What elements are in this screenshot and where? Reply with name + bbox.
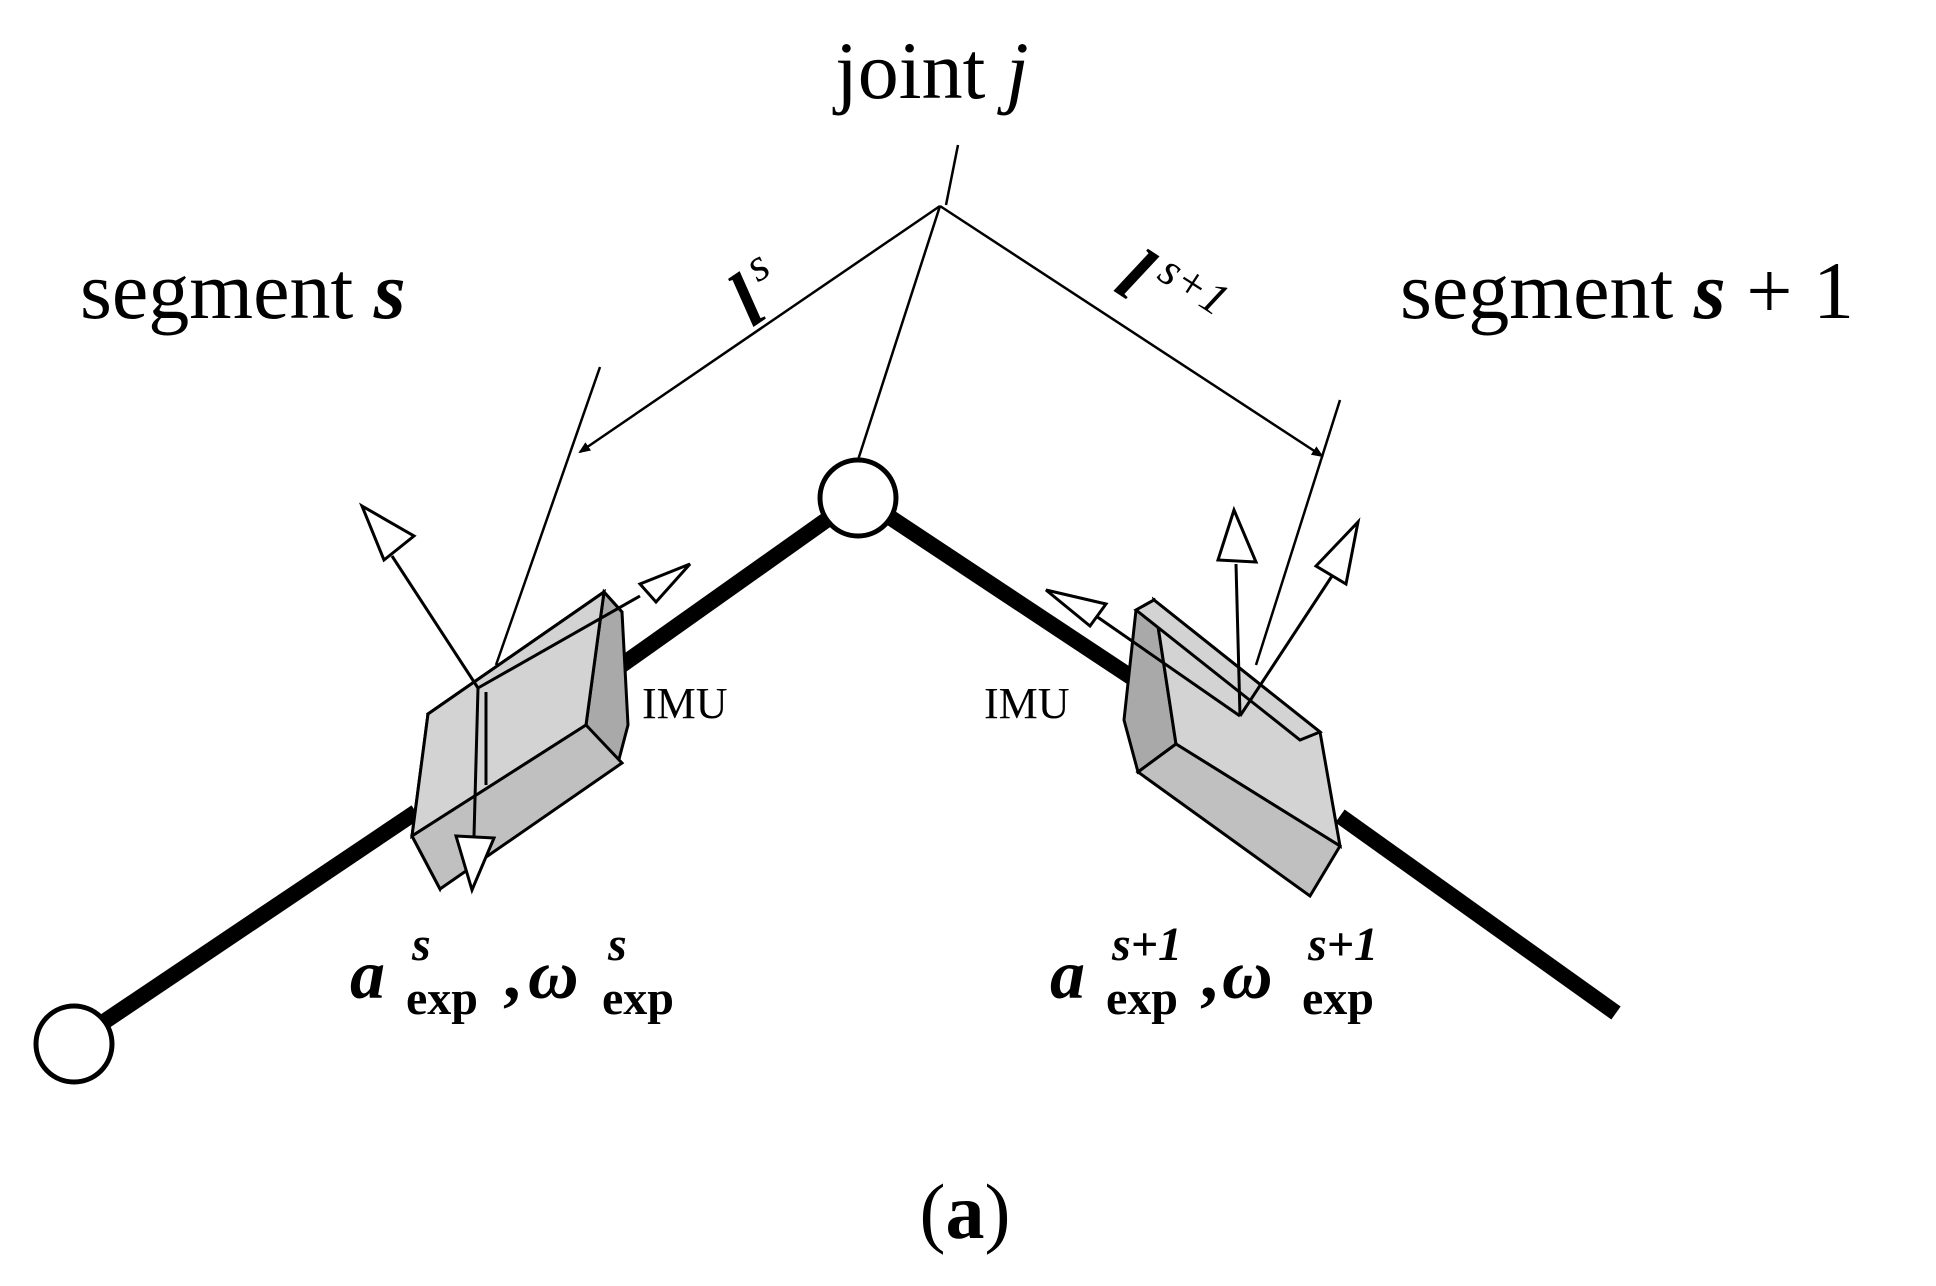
- svg-text:exp: exp: [406, 972, 478, 1025]
- imu-right-axis-up: [1234, 563, 1242, 717]
- segment-s-bar-lower: [69, 805, 421, 1049]
- joint-label: joint j: [832, 25, 1029, 116]
- svg-text:s+1: s+1: [1307, 918, 1378, 971]
- joint-label-leader: [944, 144, 960, 206]
- imu-left-axis-forward-head: [637, 562, 692, 605]
- svg-text:exp: exp: [1302, 972, 1374, 1025]
- imu-label-right: IMU: [984, 679, 1070, 728]
- imu-left-axis-up-head: [358, 502, 417, 563]
- segment-s-bar-upper: [607, 509, 837, 679]
- svg-text:exp: exp: [1106, 972, 1178, 1025]
- segment-s1-label: segment s + 1: [1400, 245, 1854, 336]
- segment-s1-bar-lower: [1335, 809, 1621, 1020]
- end-joint-circle: [33, 1003, 115, 1085]
- measurement-label-right: a s+1 exp , ω s+1 exp: [1050, 918, 1378, 1025]
- measurement-label-left: a s exp , ω s exp: [350, 918, 674, 1025]
- svg-text:s: s: [607, 918, 627, 971]
- svg-text:s+1: s+1: [1111, 918, 1182, 971]
- imu-right-axis-diag-head: [1313, 517, 1361, 587]
- imu-left-axis-forward: [477, 594, 641, 690]
- imu-box-left: [410, 588, 630, 893]
- length-ls1-label: l s+1: [1103, 231, 1239, 325]
- imu-left-axis-up: [390, 555, 480, 689]
- length-vector-ls: [578, 204, 941, 454]
- imu-label-left: IMU: [642, 679, 728, 728]
- svg-text:,: ,: [503, 937, 521, 1014]
- length-ls-extension: [494, 366, 602, 666]
- segment-s1-bar-upper: [883, 509, 1145, 690]
- imu-right-axis-back-head: [1045, 588, 1109, 629]
- svg-text:,: ,: [1200, 937, 1218, 1014]
- length-vector-ls1: [939, 204, 1324, 458]
- imu-left-axis-down-head: [453, 834, 497, 895]
- imu-box-right: [1122, 596, 1343, 899]
- svg-text:exp: exp: [602, 972, 674, 1025]
- imu-left-axis-down: [472, 687, 480, 837]
- length-ls1-extension: [1254, 399, 1342, 666]
- length-ls-label: l s: [713, 239, 780, 342]
- joint-leader-to-joint: [856, 205, 942, 461]
- svg-text:a: a: [1050, 937, 1085, 1014]
- svg-text:s: s: [411, 918, 431, 971]
- svg-text:ω: ω: [528, 937, 579, 1014]
- figure-caption: (a): [920, 1168, 1011, 1255]
- svg-text:s+1: s+1: [1150, 243, 1238, 325]
- svg-text:a: a: [350, 937, 385, 1014]
- imu-right-axis-back: [1095, 614, 1241, 718]
- joint-j-circle: [817, 457, 899, 539]
- segment-s-label: segment s: [80, 245, 406, 336]
- imu-right-axis-diag: [1238, 575, 1334, 717]
- imu-right-axis-up-head: [1215, 505, 1259, 564]
- svg-text:ω: ω: [1222, 937, 1273, 1014]
